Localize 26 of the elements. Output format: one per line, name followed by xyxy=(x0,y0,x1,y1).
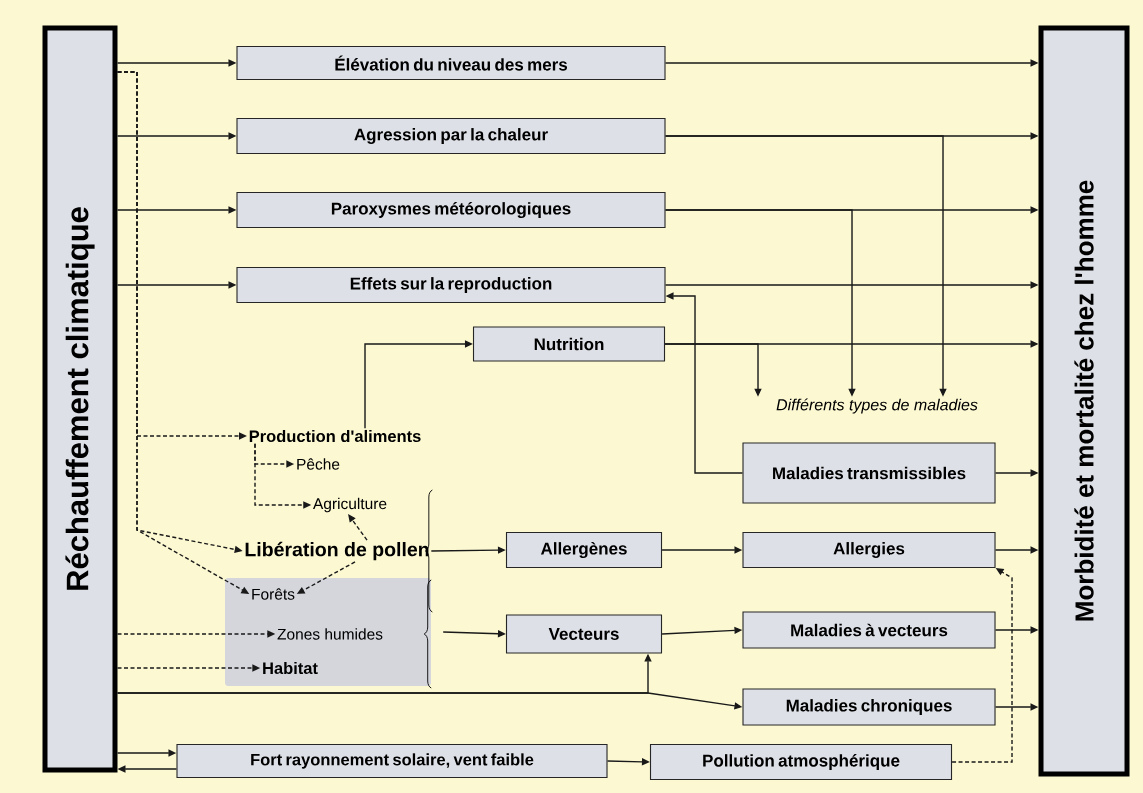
disease-box: Maladies transmissibles xyxy=(742,442,996,504)
effect-box: Élévation du niveau des mers xyxy=(236,45,666,81)
disease-box: Allergies xyxy=(742,531,996,569)
arrow xyxy=(951,568,1013,763)
italic-label: Différents types de maladies xyxy=(776,398,978,414)
factor-label: Pêche xyxy=(297,458,340,470)
effect-box: Paroxysmes météorologiques xyxy=(236,191,666,229)
effect-box: Nutrition xyxy=(472,326,666,362)
disease-box: Maladies à vecteurs xyxy=(742,611,996,649)
effect-box: Allergènes xyxy=(505,531,663,569)
factor-label: Forêts xyxy=(252,588,295,600)
vertical-bar: Morbidité et mortalité chez l'homme xyxy=(1038,25,1130,777)
factor-label: Zones humides xyxy=(277,628,383,640)
shaded-area xyxy=(225,578,431,686)
disease-box: Maladies chroniques xyxy=(742,688,996,726)
factor-label: Habitat xyxy=(263,661,318,675)
effect-box: Vecteurs xyxy=(505,614,663,654)
effect-box: Fort rayonnement solaire, vent faible xyxy=(176,743,608,779)
factor-label: Agriculture xyxy=(313,497,387,513)
factor-label: Production d'aliments xyxy=(249,429,421,443)
vertical-bar: Réchauffement climatique xyxy=(42,25,118,773)
effect-box: Pollution atmosphérique xyxy=(649,743,953,781)
arrow xyxy=(348,514,368,541)
factor-label: Libération de pollen xyxy=(245,541,429,561)
effect-box: Effets sur la reproduction xyxy=(236,266,666,304)
effect-box: Agression par la chaleur xyxy=(236,117,666,155)
